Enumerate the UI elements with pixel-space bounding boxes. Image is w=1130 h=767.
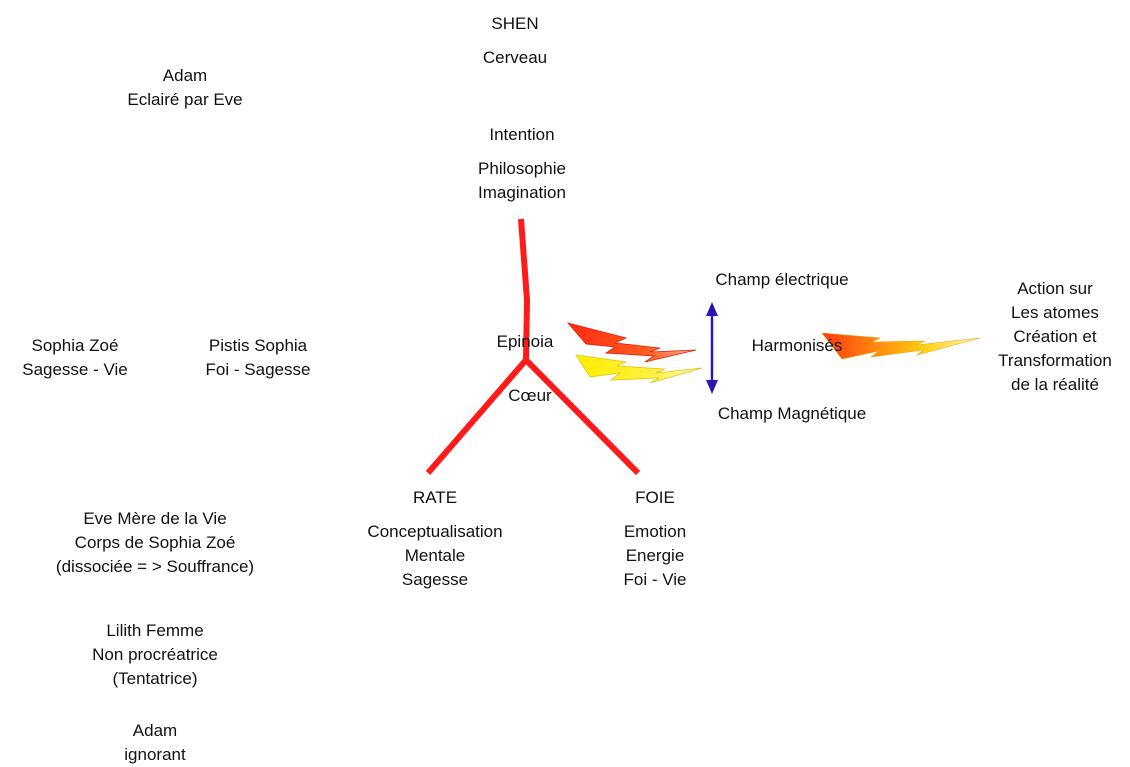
action-line2: Les atomes <box>1011 303 1099 322</box>
double-arrow <box>706 302 718 394</box>
foie-line1: Emotion <box>623 522 687 541</box>
arrow-head-down-icon <box>706 380 718 394</box>
lilith-line1: Lilith Femme <box>106 621 204 640</box>
pistis-sophia-label: Pistis Sophia Foi - Sagesse <box>188 334 328 382</box>
rate-title: RATE <box>412 488 458 507</box>
rate-line2: Mentale <box>404 546 466 565</box>
adam-eclaire-line1: Adam <box>162 66 208 85</box>
sophia-zoe-label: Sophia Zoé Sagesse - Vie <box>5 334 145 382</box>
lightning-bolt-yellow <box>575 354 703 384</box>
action-line3: Création et <box>1013 327 1097 346</box>
adam-ignorant-line2: ignorant <box>124 745 186 764</box>
shen-title: SHEN <box>491 14 539 33</box>
harmonises-label: Harmonisés <box>751 336 843 355</box>
intention-title: Intention <box>489 125 555 144</box>
imagination-text: Imagination <box>478 183 566 202</box>
action-line1: Action sur <box>1017 279 1093 298</box>
lightning-bolt-orange <box>821 332 981 360</box>
lilith-label: Lilith Femme Non procréatrice (Tentatric… <box>65 619 245 691</box>
action-line4: Transformation <box>998 351 1112 370</box>
pistis-sophia-line2: Foi - Sagesse <box>205 360 311 379</box>
adam-ignorant-label: Adam ignorant <box>95 719 215 767</box>
cerveau-text: Cerveau <box>482 48 548 67</box>
tree-branch-foie <box>523 357 641 476</box>
tree-trunk <box>518 218 530 361</box>
philosophie-text: Philosophie <box>478 159 566 178</box>
arrow-head-up-icon <box>706 302 718 316</box>
lightning-bolt-red <box>566 322 697 363</box>
lilith-line3: (Tentatrice) <box>112 669 198 688</box>
rate-line3: Sagesse <box>401 570 469 589</box>
champ-electrique-label: Champ électrique <box>715 270 849 289</box>
sophia-zoe-line1: Sophia Zoé <box>31 336 119 355</box>
tree-branch-rate <box>425 358 529 475</box>
action-label: Action sur Les atomes Création et Transf… <box>985 277 1125 397</box>
eve-line3: (dissociée = > Souffrance) <box>55 557 255 576</box>
rate-label: RATE Conceptualisation Mentale Sagesse <box>345 486 525 592</box>
foie-label: FOIE Emotion Energie Foi - Vie <box>600 486 710 592</box>
tree-shape <box>425 218 641 476</box>
foie-line3: Foi - Vie <box>623 570 687 589</box>
epinoia-label: Epinoia <box>496 332 554 351</box>
eve-line1: Eve Mère de la Vie <box>83 509 227 528</box>
champ-magnetique-label: Champ Magnétique <box>717 404 867 423</box>
lilith-line2: Non procréatrice <box>92 645 218 664</box>
foie-line2: Energie <box>625 546 685 565</box>
adam-eclaire-line2: Eclairé par Eve <box>127 90 243 109</box>
adam-ignorant-line1: Adam <box>132 721 178 740</box>
eve-label: Eve Mère de la Vie Corps de Sophia Zoé (… <box>25 507 285 579</box>
coeur-label: Cœur <box>508 386 552 405</box>
pistis-sophia-line1: Pistis Sophia <box>208 336 308 355</box>
adam-eclaire-label: Adam Eclairé par Eve <box>105 64 265 112</box>
shen-label: SHEN Cerveau <box>465 12 565 70</box>
foie-title: FOIE <box>635 488 675 507</box>
eve-line2: Corps de Sophia Zoé <box>74 533 236 552</box>
action-line5: de la réalité <box>1011 375 1099 394</box>
intention-label: Intention Philosophie Imagination <box>452 123 592 205</box>
rate-line1: Conceptualisation <box>367 522 503 541</box>
sophia-zoe-line2: Sagesse - Vie <box>22 360 128 379</box>
